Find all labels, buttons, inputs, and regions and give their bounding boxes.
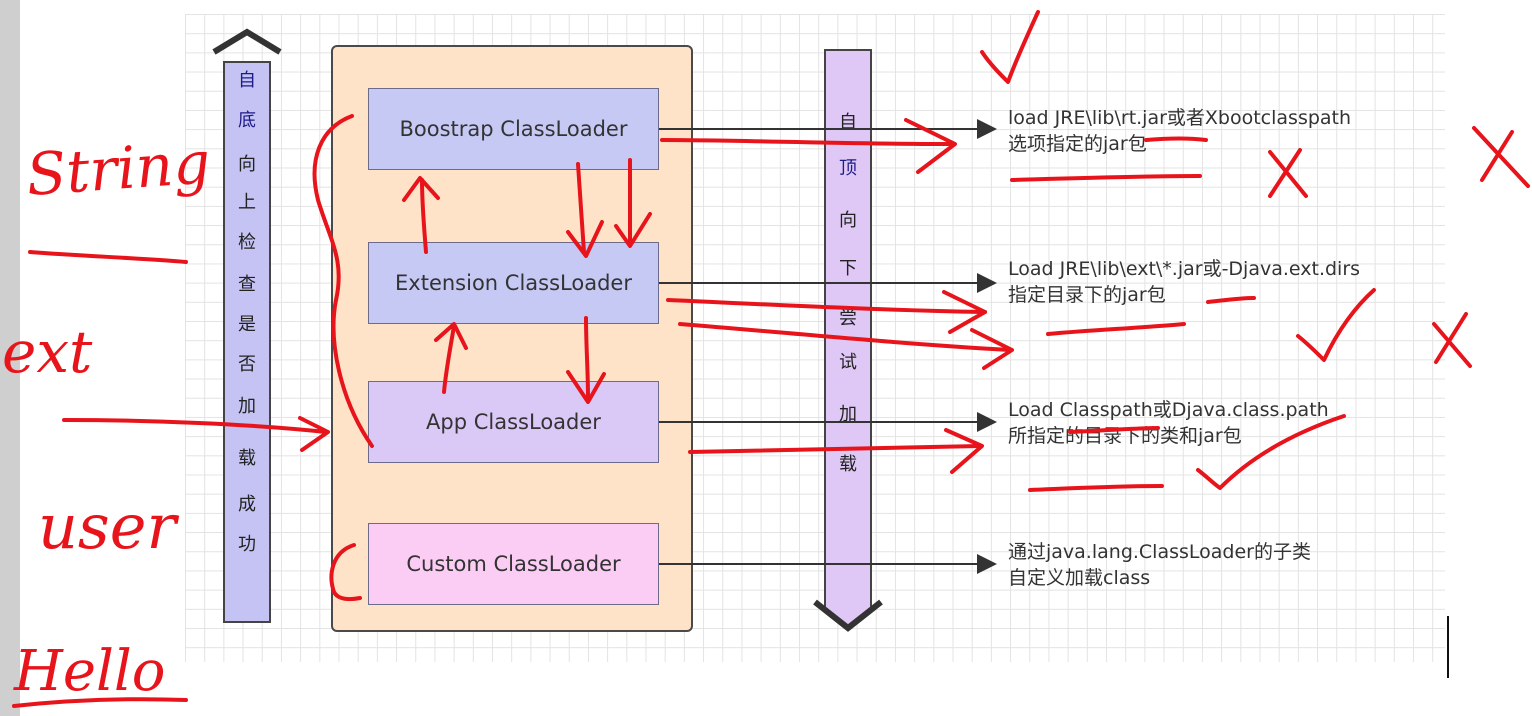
underline-1b bbox=[1010, 174, 1202, 182]
middle-char: 尝 bbox=[839, 308, 857, 329]
underline-2a bbox=[1206, 296, 1256, 304]
ext-arrow-head bbox=[298, 416, 330, 452]
bootstrap-classloader-box: Boostrap ClassLoader bbox=[368, 88, 659, 170]
hello-underline bbox=[12, 697, 188, 708]
annotation-string: String bbox=[24, 128, 212, 209]
custom-brace bbox=[329, 543, 362, 602]
text-cursor bbox=[1447, 616, 1449, 678]
desc-line: Load JRE\lib\ext\*.jar或-Djava.ext.dirs bbox=[1008, 258, 1361, 280]
red-arrow-ext-1 bbox=[666, 298, 987, 314]
ext-arrow-line bbox=[62, 418, 328, 434]
annotation-hello: Hello bbox=[13, 639, 166, 704]
annotation-user: user bbox=[38, 490, 179, 563]
underline-1a bbox=[1144, 136, 1208, 142]
custom-description: 通过java.lang.ClassLoader的子类 自定义加载class bbox=[1008, 539, 1311, 591]
desc-line: 指定目录下的jar包 bbox=[1008, 284, 1166, 306]
down-arrow-boot-1 bbox=[576, 162, 586, 254]
left-char: 自 bbox=[238, 70, 256, 91]
tick-low bbox=[1196, 414, 1346, 490]
red-arrow-app bbox=[688, 444, 982, 454]
left-char: 底 bbox=[238, 110, 256, 131]
left-char: 成 bbox=[238, 494, 256, 515]
cross-2a bbox=[1472, 126, 1530, 188]
left-char: 检 bbox=[238, 232, 256, 253]
desc-line: 自定义加载class bbox=[1008, 567, 1151, 589]
middle-char: 加 bbox=[839, 404, 857, 425]
cross-1b bbox=[1268, 148, 1302, 198]
desc-line: 选项指定的jar包 bbox=[1008, 133, 1147, 155]
down-arrow-head-1 bbox=[566, 220, 604, 258]
up-arrow-head-2 bbox=[434, 322, 468, 350]
up-arrow-ext-to-boot bbox=[420, 178, 428, 254]
down-arrow-head-2 bbox=[614, 212, 652, 248]
middle-char: 自 bbox=[839, 112, 857, 133]
middle-char: 顶 bbox=[839, 158, 857, 179]
middle-column-text: 自 顶 向 下 尝 试 加 载 bbox=[825, 108, 871, 494]
left-char: 否 bbox=[238, 354, 256, 375]
down-arrow-head-3 bbox=[566, 370, 606, 404]
up-arrow-app-to-ext bbox=[442, 324, 456, 394]
extension-description: Load JRE\lib\ext\*.jar或-Djava.ext.dirs 指… bbox=[1008, 256, 1360, 308]
left-char: 载 bbox=[238, 448, 256, 469]
middle-char: 向 bbox=[839, 210, 857, 231]
tick-mid bbox=[1296, 288, 1376, 362]
cross-3b bbox=[1434, 312, 1468, 364]
left-char: 是 bbox=[238, 314, 256, 335]
bootstrap-description: load JRE\lib\rt.jar或者Xbootclasspath 选项指定… bbox=[1008, 105, 1351, 157]
middle-char: 试 bbox=[839, 352, 857, 373]
red-arrow-boot bbox=[660, 138, 952, 146]
group-brace bbox=[312, 114, 374, 448]
string-underline bbox=[28, 250, 188, 264]
underline-3b bbox=[1028, 484, 1164, 492]
cross-2b bbox=[1480, 130, 1514, 182]
red-arrow-boot-head bbox=[904, 118, 957, 174]
left-char: 查 bbox=[238, 274, 256, 295]
tick-top bbox=[980, 10, 1040, 84]
red-arrow-ext-2 bbox=[678, 322, 1012, 352]
custom-classloader-box: Custom ClassLoader bbox=[368, 523, 659, 605]
middle-char: 下 bbox=[839, 258, 857, 279]
down-arrow-ext bbox=[584, 316, 590, 400]
left-char: 加 bbox=[238, 396, 256, 417]
app-description: Load Classpath或Djava.class.path 所指定的目录下的… bbox=[1008, 397, 1329, 449]
desc-line: Load Classpath或Djava.class.path bbox=[1008, 399, 1329, 421]
annotation-ext: ext bbox=[2, 318, 93, 386]
desc-line: 通过java.lang.ClassLoader的子类 bbox=[1008, 541, 1311, 563]
cross-1a bbox=[1268, 150, 1308, 198]
red-arrow-ext-1-head bbox=[942, 290, 987, 334]
underline-2b bbox=[1046, 322, 1186, 336]
underline-3a bbox=[1068, 426, 1160, 434]
left-char: 功 bbox=[238, 534, 256, 555]
red-arrow-ext-2-head bbox=[970, 328, 1014, 370]
cross-3a bbox=[1432, 322, 1472, 368]
extension-classloader-box: Extension ClassLoader bbox=[368, 242, 659, 324]
up-arrow-head-1 bbox=[402, 176, 440, 202]
left-column-text: 自 底 向 上 检 查 是 否 加 载 成 功 bbox=[224, 66, 270, 570]
app-classloader-box: App ClassLoader bbox=[368, 381, 659, 463]
desc-line: load JRE\lib\rt.jar或者Xbootclasspath bbox=[1008, 107, 1352, 129]
desc-line: 所指定的目录下的类和jar包 bbox=[1008, 425, 1242, 447]
red-arrow-app-head bbox=[944, 428, 984, 474]
window-left-edge bbox=[0, 0, 20, 716]
left-char: 向 bbox=[238, 154, 256, 175]
middle-char: 载 bbox=[839, 454, 857, 475]
left-char: 上 bbox=[238, 192, 256, 213]
